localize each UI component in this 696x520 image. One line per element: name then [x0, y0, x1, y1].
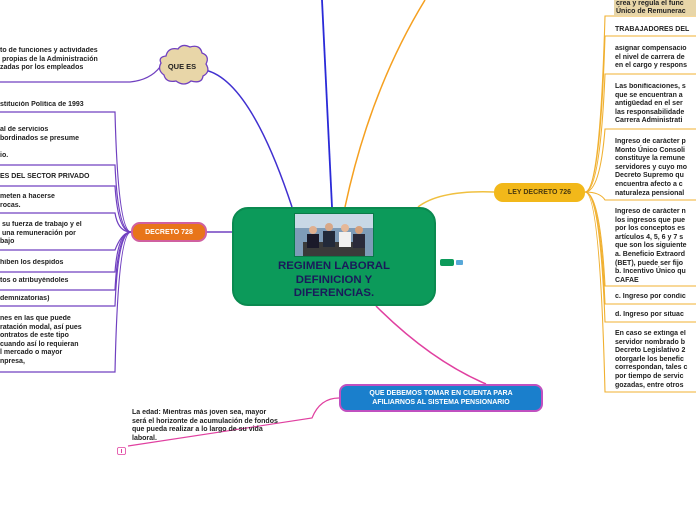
decreto-item-6: hiben los despidos — [0, 259, 64, 266]
que-es-node[interactable]: QUE ES — [158, 50, 206, 83]
ley-726-label: LEY DECRETO 726 — [507, 189, 572, 196]
ley-item-6: c. Ingreso por condic — [615, 293, 686, 300]
ley-item-1: TRABAJADORES DEL — [615, 26, 690, 33]
central-topic[interactable]: REGIMEN LABORAL DEFINICION Y DIFERENCIAS… — [232, 207, 436, 306]
connector-top-orange — [344, 0, 426, 208]
que-es-text: to de funciones y actividades propias de… — [0, 47, 98, 72]
ley-726-node[interactable]: LEY DECRETO 726 — [494, 183, 585, 202]
decreto-728-branches — [0, 111, 132, 373]
decreto-item-4: meten a hacerse rocas. — [0, 193, 55, 209]
ley-item-8: En caso se extinga el servidor nombrado … — [615, 330, 688, 389]
decreto-item-7: tos o atribuyéndoles — [0, 277, 69, 284]
note-indicator-icon[interactable] — [440, 254, 464, 266]
que-debemos-text: La edad: Mientras más joven sea, mayor s… — [132, 409, 278, 442]
decreto-item-3: ES DEL SECTOR PRIVADO — [0, 173, 90, 180]
decreto-item-2: al de servicios bordinados se presume io… — [0, 126, 79, 159]
connector-top-blue — [321, 0, 333, 208]
info-icon[interactable] — [117, 442, 126, 455]
central-title: REGIMEN LABORAL DEFINICION Y DIFERENCIAS… — [277, 260, 390, 299]
que-debemos-label: QUE DEBEMOS TOMAR EN CUENTA PARA AFILIAR… — [369, 390, 513, 406]
connector-que-es — [204, 69, 293, 208]
ley-item-2: asignar compensacio el nivel de carrera … — [615, 45, 687, 70]
ley-726-branches — [584, 15, 696, 393]
connector-que-debemos — [375, 305, 487, 385]
decreto-item-9: nes en las que puede ratación modal, así… — [0, 315, 82, 365]
connector-que-es-leaf — [0, 66, 161, 83]
decreto-728-label: DECRETO 728 — [145, 228, 193, 236]
connector-que-debemos-leaf — [127, 397, 340, 447]
connector-ley-726 — [417, 191, 495, 208]
decreto-item-5: su fuerza de trabajo y el una remuneraci… — [0, 221, 82, 246]
que-es-label: QUE ES — [167, 62, 197, 71]
decreto-item-1: stitución Política de 1993 — [0, 101, 84, 108]
ley-item-3: Las bonificaciones, s que se encuentran … — [615, 83, 686, 125]
que-debemos-node[interactable]: QUE DEBEMOS TOMAR EN CUENTA PARA AFILIAR… — [339, 384, 543, 412]
ley-top-tag[interactable]: crea y regula el func Único de Remunerac — [614, 0, 696, 16]
decreto-item-8: demnizatorias) — [0, 295, 50, 302]
decreto-728-node[interactable]: DECRETO 728 — [131, 222, 207, 242]
office-photo-image — [294, 213, 374, 257]
ley-item-5: Ingreso de carácter n los ingresos que p… — [615, 208, 687, 284]
ley-item-4: Ingreso de carácter p Monto Único Consol… — [615, 138, 687, 197]
ley-item-7: d. Ingreso por situac — [615, 311, 684, 318]
que-es-cloud — [158, 44, 209, 85]
ley-top-tag-text: crea y regula el func Único de Remunerac — [616, 0, 686, 15]
